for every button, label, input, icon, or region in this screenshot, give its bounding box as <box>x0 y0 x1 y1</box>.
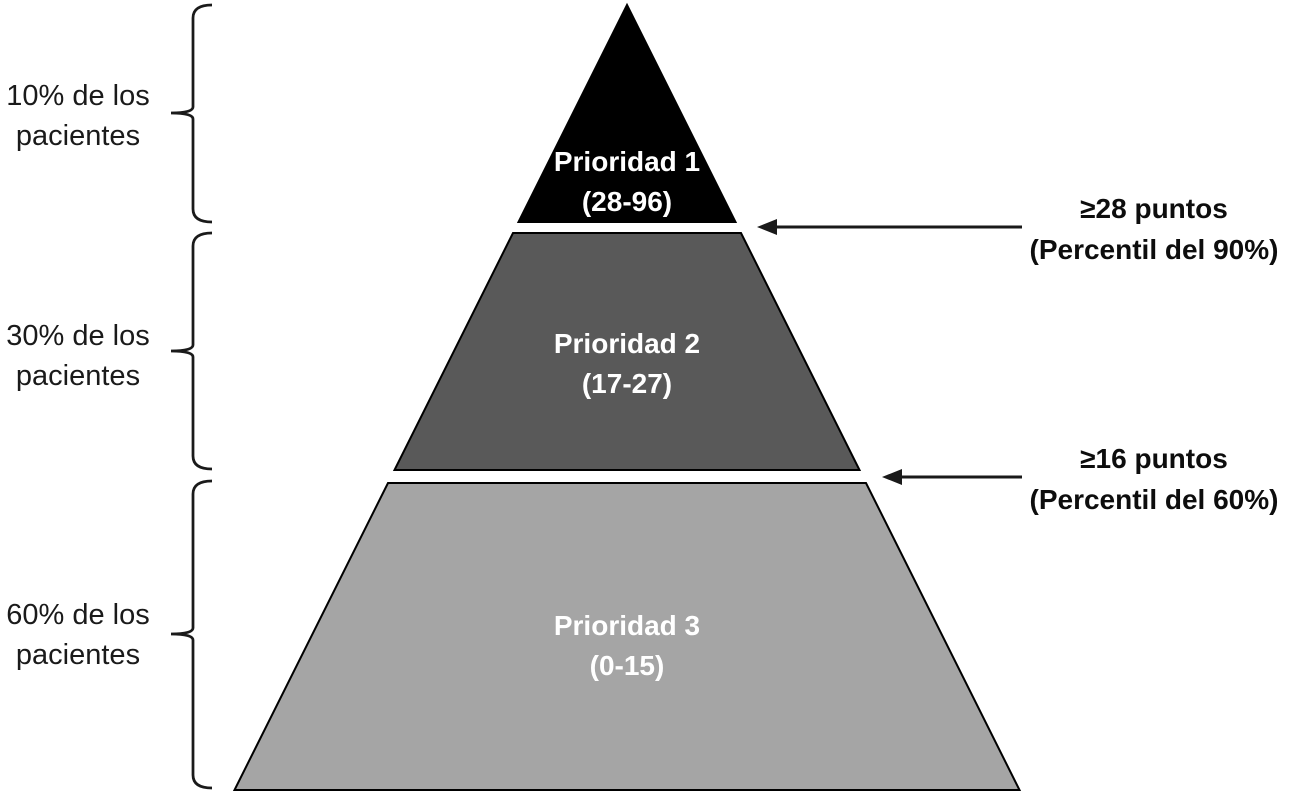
left-arrowhead-icon <box>882 469 902 485</box>
level-title: Prioridad 2 <box>553 328 701 359</box>
pyramid-level-3-shape <box>232 482 1022 791</box>
level-1-label: Prioridad 1 (28-96) <box>477 142 777 222</box>
pyramid-level-1-shape <box>516 2 738 223</box>
level-range: (0-15) <box>589 650 665 681</box>
threshold-arrow-16-points <box>882 469 1022 485</box>
threshold-points: ≥16 puntos <box>1080 443 1228 474</box>
patients-share-label-3: 60% de los pacientes <box>0 595 156 675</box>
brace-30-percent <box>170 231 213 471</box>
threshold-percentile: (Percentil del 60%) <box>1029 484 1279 515</box>
left-arrowhead-icon <box>757 219 777 235</box>
level-title: Prioridad 3 <box>553 610 701 641</box>
threshold-label-28-points: ≥28 puntos (Percentil del 90%) <box>1016 188 1292 270</box>
level-title: Prioridad 1 <box>553 146 701 177</box>
brace-10-percent <box>170 3 213 224</box>
patients-share-line2: pacientes <box>15 120 141 152</box>
level-2-label: Prioridad 2 (17-27) <box>477 324 777 404</box>
level-range: (28-96) <box>581 186 673 217</box>
level-3-label: Prioridad 3 (0-15) <box>477 606 777 686</box>
patients-share-line2: pacientes <box>15 639 141 671</box>
patients-share-label-2: 30% de los pacientes <box>0 316 156 396</box>
threshold-label-16-points: ≥16 puntos (Percentil del 60%) <box>1016 438 1292 520</box>
pyramid-level-2-shape <box>392 232 862 471</box>
patients-share-line2: pacientes <box>15 360 141 392</box>
level-range: (17-27) <box>581 368 673 399</box>
threshold-points: ≥28 puntos <box>1080 193 1228 224</box>
patients-share-line1: 10% de los <box>6 80 150 112</box>
patients-share-label-1: 10% de los pacientes <box>0 76 156 156</box>
threshold-percentile: (Percentil del 90%) <box>1029 234 1279 265</box>
brace-60-percent <box>170 479 213 790</box>
patients-share-line1: 30% de los <box>6 320 150 352</box>
threshold-arrow-28-points <box>757 219 1022 235</box>
patients-share-line1: 60% de los <box>6 599 150 631</box>
